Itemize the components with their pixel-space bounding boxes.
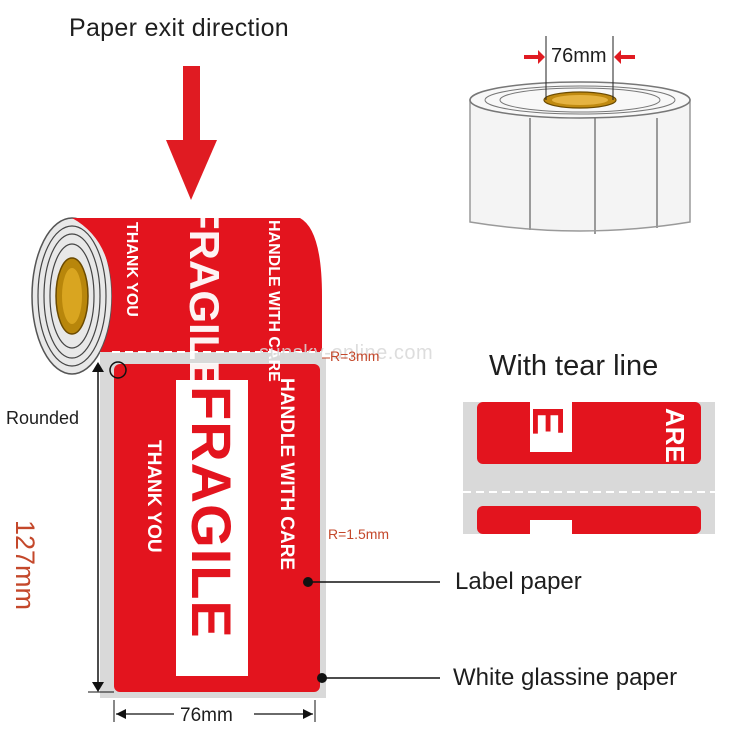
rounded-label: Rounded bbox=[6, 408, 80, 428]
fragile-text: FRAGILE bbox=[180, 386, 243, 639]
label-paper-label: Label paper bbox=[455, 568, 582, 595]
width-dimension-bottom bbox=[113, 700, 316, 722]
small-roll bbox=[469, 36, 691, 234]
handle-with-care-text: HANDLE WITH CARE bbox=[276, 378, 297, 571]
roll-fragile-text: FRAGILE bbox=[181, 204, 228, 389]
width-dimension-top-label: 76mm bbox=[551, 45, 607, 67]
callout-lines bbox=[303, 357, 440, 683]
watermark-text: sunsky-online.com bbox=[259, 342, 434, 364]
width-dimension-bottom-label: 76mm bbox=[180, 705, 233, 726]
height-dimension-label: 127mm bbox=[10, 520, 40, 611]
label-roll bbox=[31, 217, 322, 375]
roll-thank-you-text: THANK YOU bbox=[123, 222, 140, 317]
tear-line-title: With tear line bbox=[489, 350, 659, 382]
paper-exit-arrow-icon bbox=[166, 66, 217, 200]
glassine-paper-label: White glassine paper bbox=[453, 664, 678, 691]
tear-line-sample bbox=[463, 402, 715, 534]
radius-top-label: R=3mm bbox=[330, 348, 380, 364]
radius-mid-label: R=1.5mm bbox=[328, 526, 390, 542]
tear-fragment-are: ARE bbox=[660, 408, 690, 463]
rounded-corner-marker bbox=[109, 361, 127, 379]
thank-you-text: THANK YOU bbox=[143, 440, 164, 553]
paper-exit-direction-title: Paper exit direction bbox=[69, 14, 290, 42]
fragile-box bbox=[176, 380, 248, 676]
height-dimension bbox=[88, 362, 114, 693]
tear-fragment-e: E bbox=[523, 406, 572, 436]
